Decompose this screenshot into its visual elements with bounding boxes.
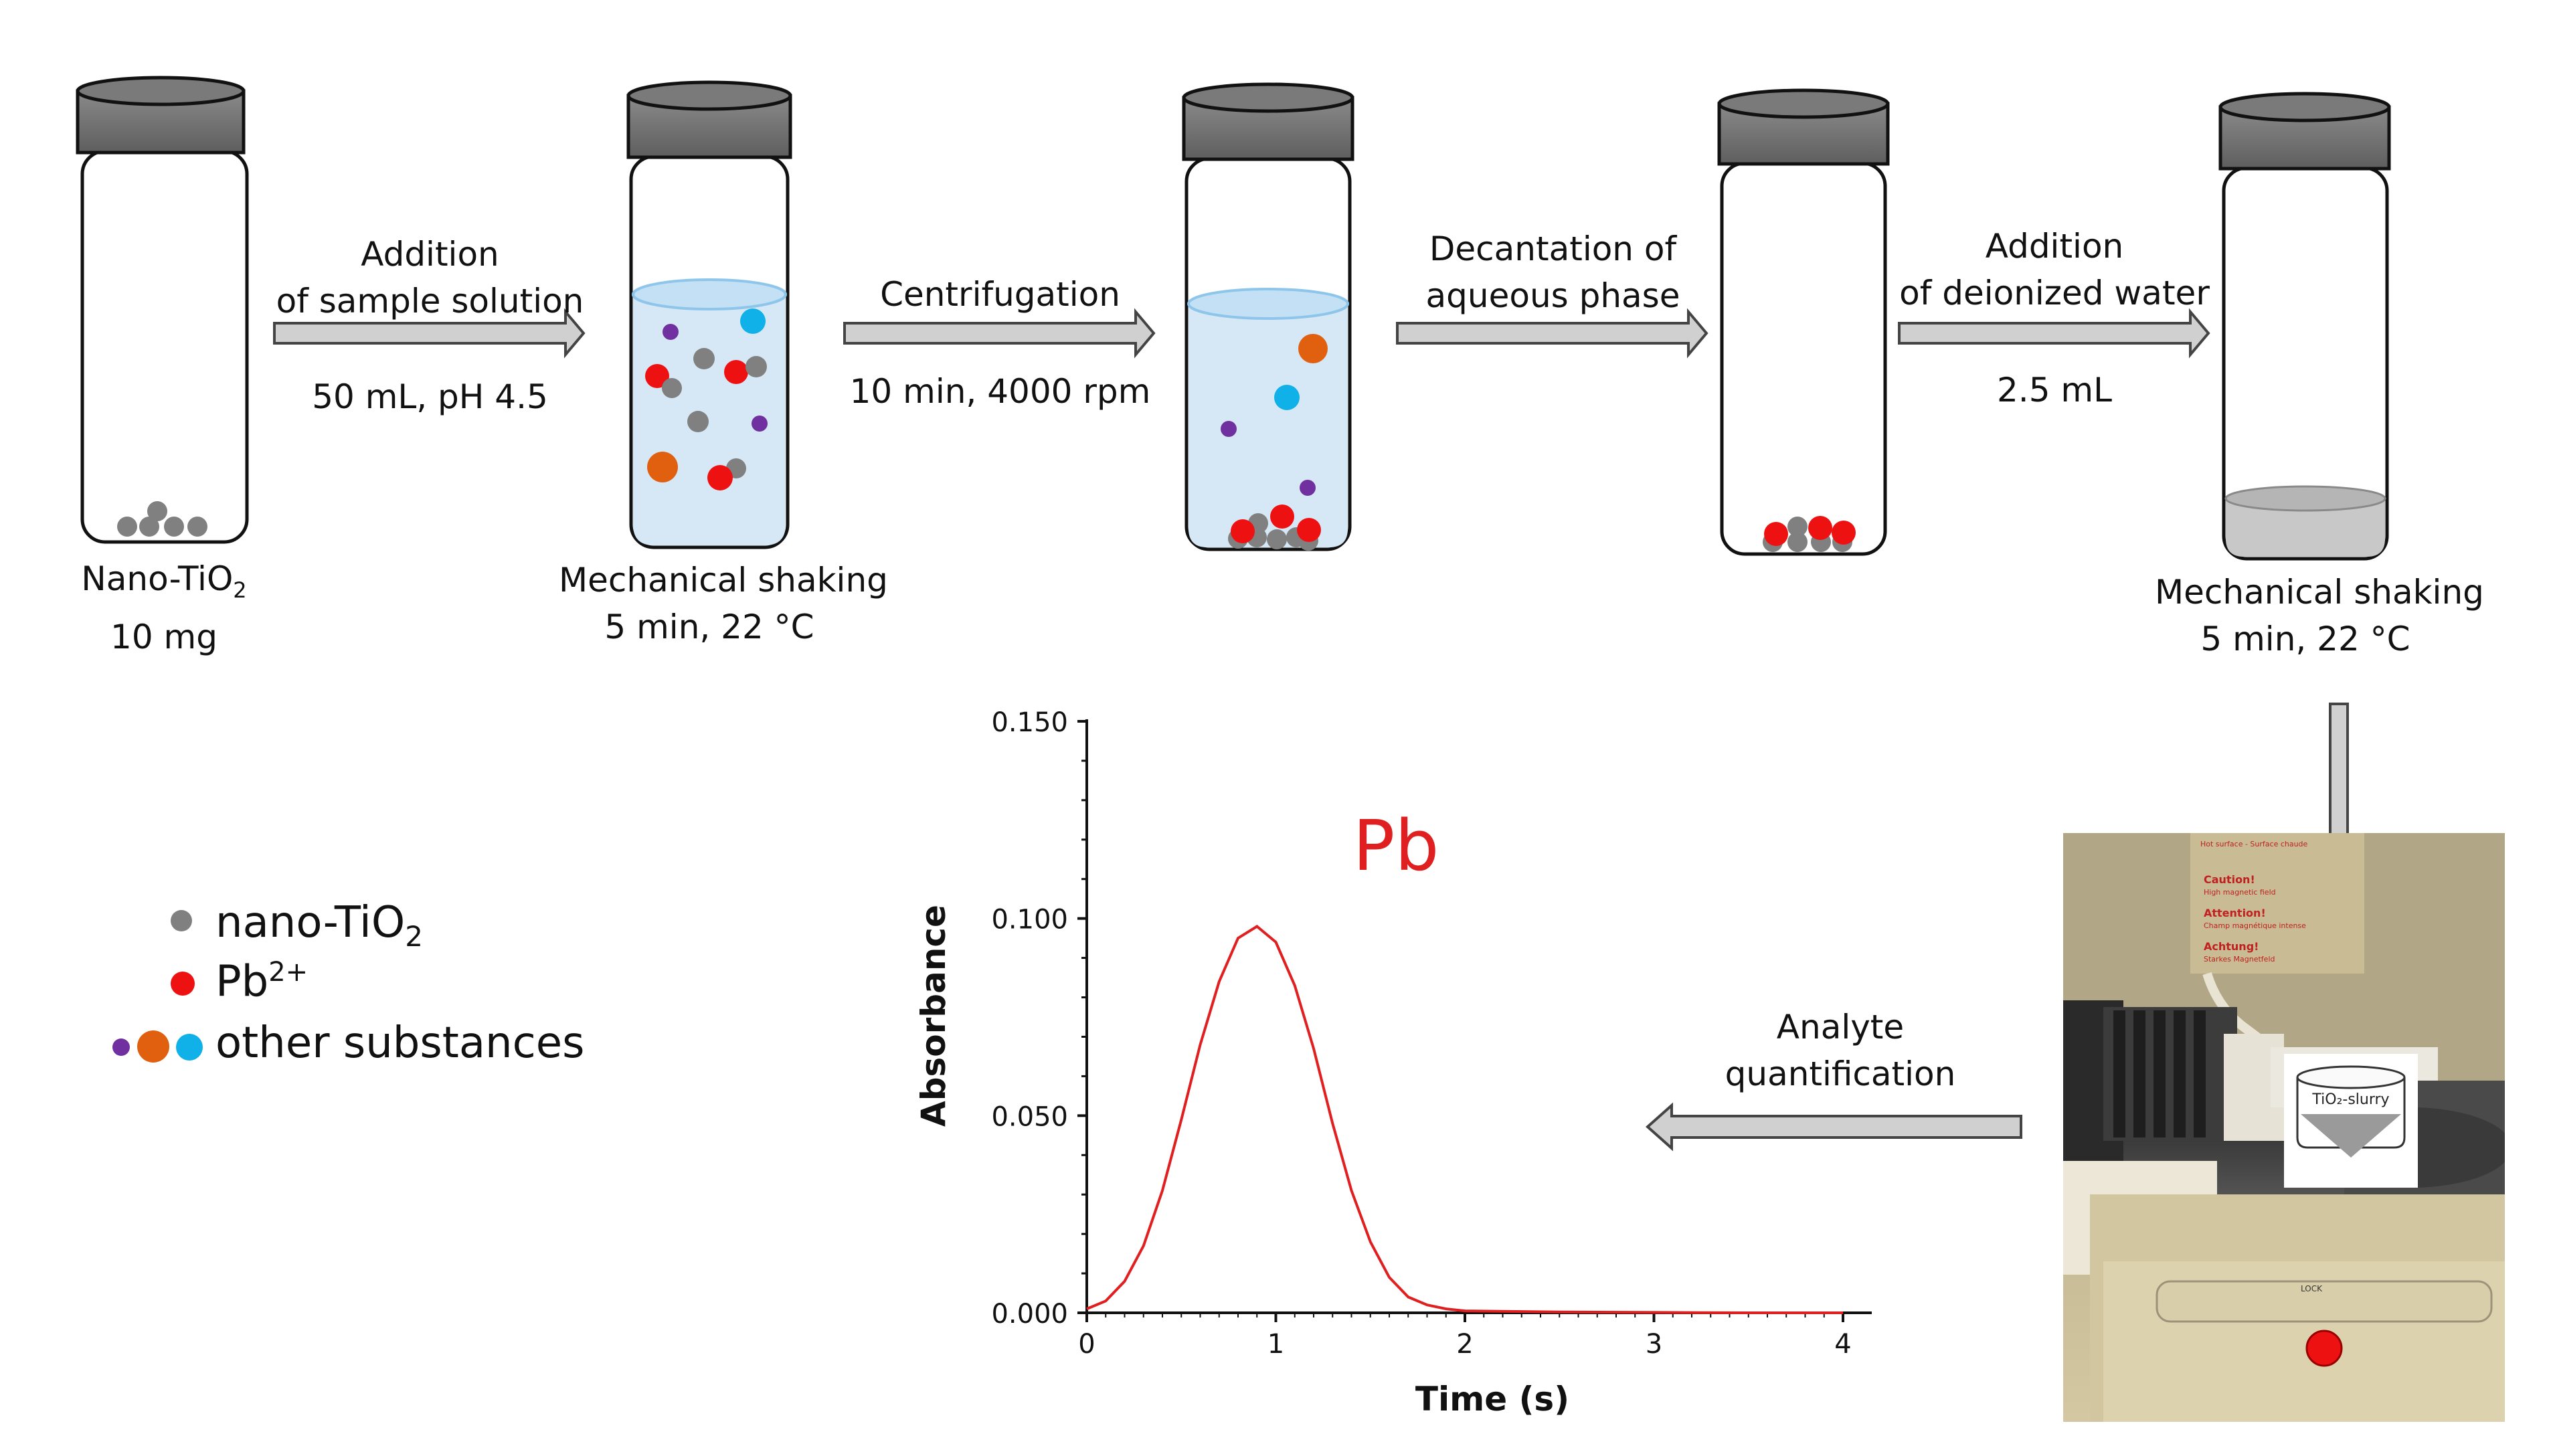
- y-tick-label: 0.000: [991, 1299, 1068, 1330]
- legend-pb-dot: [171, 972, 195, 996]
- arrow-4-label-bottom: 2.5 mL: [1997, 371, 2112, 410]
- step-label-shaking-2: Mechanical shaking 5 min, 22 °C: [2155, 573, 2484, 658]
- photo-lock-text: LOCK: [2301, 1284, 2323, 1293]
- y-tick-label: 0.150: [991, 707, 1068, 738]
- legend-other-dot-purple: [112, 1038, 130, 1056]
- photo-warning-6: Achtung!: [2204, 940, 2259, 953]
- step-label-start: Nano-TiO2 10 mg: [81, 559, 247, 656]
- photo-warning-3: High magnetic field: [2204, 888, 2276, 897]
- photo-warning-1: Hot surface - Surface chaude: [2200, 840, 2308, 848]
- vial-1: [76, 76, 249, 544]
- vial-4: [1717, 88, 1890, 556]
- y-ticks: 0.000 0.050 0.100 0.150: [991, 707, 1087, 1330]
- settled-particles: [1221, 334, 1328, 551]
- vial-5: [2218, 92, 2391, 561]
- y-axis-label: Absorbance: [914, 905, 953, 1127]
- arrow-1: [273, 308, 586, 359]
- x-tick-label: 2: [1456, 1329, 1473, 1360]
- arrow-4: [1898, 308, 2210, 359]
- instrument-photo: Hot surface - Surface chaude Caution! Hi…: [2063, 833, 2505, 1422]
- legend-other-dot-cyan: [176, 1034, 203, 1061]
- absorbance-chart: 0.000 0.050 0.100 0.150 0 1 2 3 4 Pb Time (s) A…: [914, 707, 1872, 1419]
- pb-annotation: Pb: [1353, 805, 1439, 887]
- legend-pb-label: Pb2+: [215, 957, 309, 1007]
- mixed-particles: [645, 308, 768, 490]
- photo-warning-2: Caution!: [2204, 873, 2255, 886]
- x-tick-label: 0: [1078, 1329, 1095, 1360]
- x-axis-label: Time (s): [1415, 1380, 1569, 1419]
- photo-warning-7: Starkes Magnetfeld: [2204, 955, 2275, 964]
- arrow-3: [1396, 308, 1708, 359]
- step-label-shaking-1: Mechanical shaking 5 min, 22 °C: [559, 561, 888, 646]
- arrow-2-label-top: Centrifugation: [880, 275, 1120, 314]
- legend-tio2-label: nano-TiO2: [215, 898, 423, 953]
- photo-warning-4: Attention!: [2204, 907, 2266, 919]
- photo-slurry-label: TiO₂-slurry: [2311, 1091, 2389, 1108]
- vial-3: [1182, 82, 1354, 551]
- tio2-pb-pellet: [1763, 516, 1856, 552]
- arrow-left: [1645, 1102, 2022, 1152]
- legend-other-label: other substances: [215, 1018, 585, 1068]
- tio2-particles: [117, 501, 207, 537]
- absorbance-curve: [1086, 925, 1843, 1314]
- x-tick-label: 3: [1646, 1329, 1662, 1360]
- legend-tio2-dot: [171, 910, 192, 931]
- arrow-2-label-bottom: 10 min, 4000 rpm: [849, 372, 1151, 411]
- x-ticks: 0 1 2 3 4: [1078, 1313, 1852, 1360]
- legend-other-dot-orange: [137, 1030, 169, 1063]
- vial-2: [626, 80, 792, 549]
- arrow-1-label-bottom: 50 mL, pH 4.5: [312, 377, 548, 416]
- y-tick-label: 0.050: [991, 1101, 1068, 1132]
- y-minor-ticks: [1081, 720, 1087, 1314]
- photo-warning-5: Champ magnétique intense: [2204, 921, 2306, 930]
- x-tick-label: 1: [1267, 1329, 1284, 1360]
- y-tick-label: 0.100: [991, 905, 1068, 935]
- x-tick-label: 4: [1834, 1329, 1851, 1360]
- arrow-2: [843, 308, 1156, 359]
